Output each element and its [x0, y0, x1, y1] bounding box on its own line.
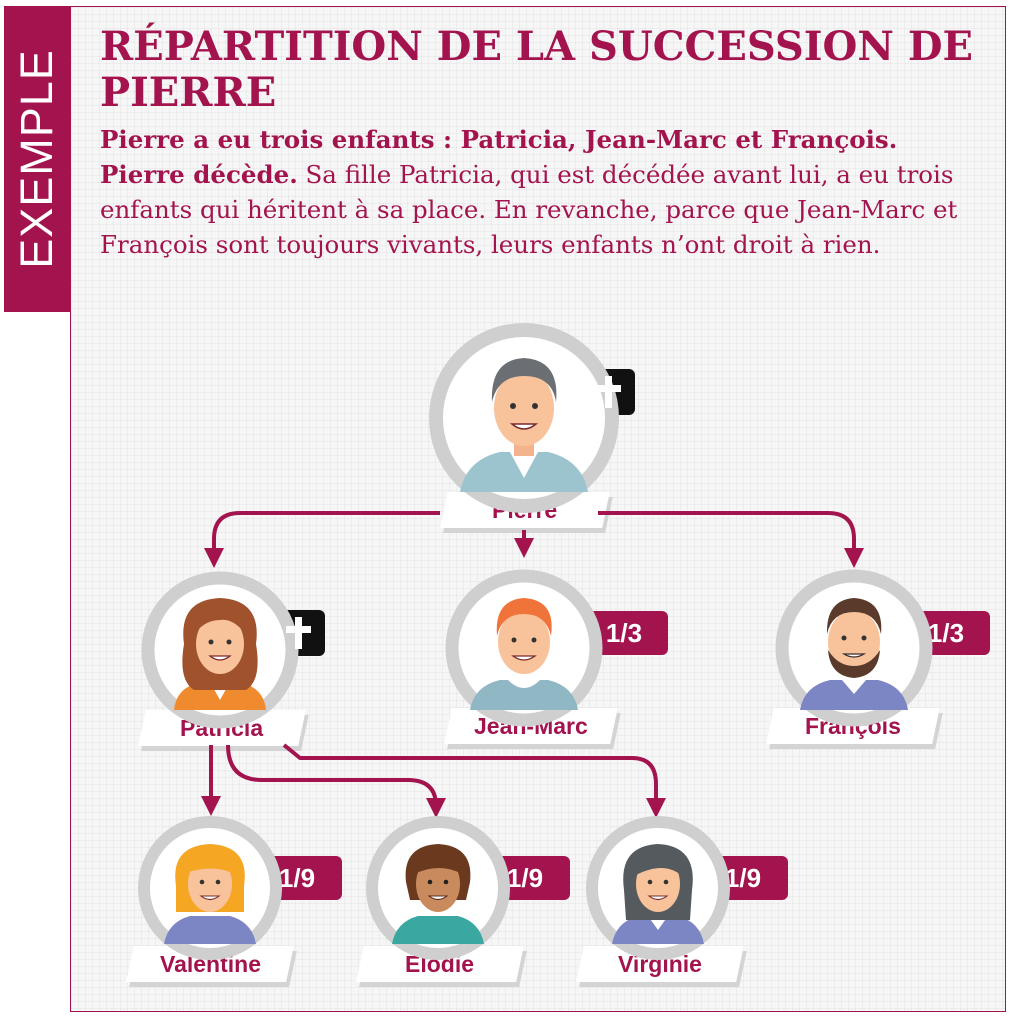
name-label-valentine: Valentine — [126, 946, 294, 982]
name-label-virginie: Virginie — [576, 946, 744, 982]
name-label-francois: François — [766, 708, 940, 744]
name-jeanmarc: Jean-Marc — [474, 713, 588, 739]
name-label-pierre: Pierre — [440, 492, 610, 528]
name-virginie: Virginie — [618, 951, 702, 977]
share-badge-virginie: 1/9 — [698, 856, 788, 900]
share-badge-francois: 1/3 — [902, 611, 990, 655]
share-badge-jeanmarc: 1/3 — [580, 611, 668, 655]
intro-text: Pierre a eu trois enfants : Patricia, Je… — [100, 122, 980, 262]
intro-normal: Sa fille Patricia, qui est décédée avant… — [100, 160, 958, 259]
name-pierre: Pierre — [492, 497, 558, 523]
deceased-badge-patricia — [273, 610, 325, 656]
name-patricia: Patricia — [180, 715, 264, 741]
side-tab-label: EXEMPLE — [11, 49, 62, 269]
name-valentine: Valentine — [159, 951, 261, 977]
deceased-badge-pierre — [583, 369, 635, 415]
side-tab: EXEMPLE — [4, 6, 70, 312]
name-elodie: Élodie — [405, 951, 475, 977]
name-label-jeanmarc: Jean-Marc — [444, 708, 618, 744]
intro-bold: Pierre a eu trois enfants : Patricia, Je… — [100, 125, 898, 189]
name-label-patricia: Patricia — [138, 710, 306, 746]
name-label-elodie: Élodie — [356, 946, 524, 982]
share-badge-elodie: 1/9 — [480, 856, 570, 900]
share-badge-valentine: 1/9 — [252, 856, 342, 900]
name-francois: François — [805, 713, 901, 739]
page-title: RÉPARTITION DE LA SUCCESSION DE PIERRE — [100, 23, 973, 116]
